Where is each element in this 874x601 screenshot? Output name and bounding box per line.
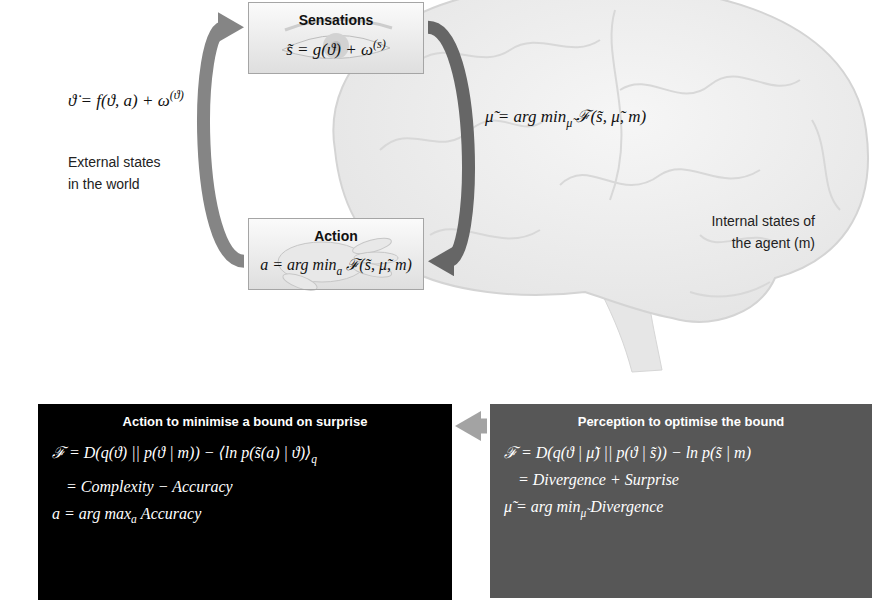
text-line: ℱ = D(q(ϑ) || p(ϑ | m)) − ⟨ln p(s̃(a) | … [52,439,438,473]
equation: = Complexity − Accuracy [66,478,233,495]
box-heading: Perception to optimise the bound [578,414,785,429]
text-run: = Complexity − Accuracy [52,473,233,500]
text-run: a = arg maxa Accuracy [52,500,201,534]
equation: ϑ̇ = f(ϑ, a) + ω [68,91,170,110]
text-line: μ̃ = arg minμ̃ Divergence [504,493,858,527]
equation: a = arg min [260,256,336,273]
equation: μ̃ = arg min [485,107,566,126]
text-line: Action [257,228,415,244]
text-run: Perception to optimise the bound [578,414,785,429]
text-line: s̃ = g(ϑ) + ω(s) [257,37,415,60]
math-index: μ̃ [580,507,586,519]
math-index: a [131,513,137,525]
picture-ground [248,2,424,74]
text-run: Action to minimise a bound on surprise [123,414,368,429]
action-panel: Action to minimise a bound on surprise ℱ … [38,404,452,600]
brain-fold [690,282,770,297]
text-run: Action [314,228,358,244]
text-line: = Divergence + Surprise [504,466,858,493]
equation-group: μ̃ = arg minμ̃ ℱ(s̃, μ̃, m) [485,104,646,131]
text-run: = Divergence + Surprise [504,466,679,493]
math-index: μ̃ [566,116,572,130]
text-line: Action to minimise a bound on surprise [52,414,438,429]
brain-fold [560,169,760,185]
brain-fold [812,120,840,210]
annotation-group: External states in the world [68,152,172,195]
equation: ℱ(s̃, μ̃, m) [346,256,411,273]
text-run: Sensations [299,12,374,28]
text-line: ℱ = D(q(ϑ | μ̃) || p(ϑ | s̃)) − ln p(s̃ … [504,439,858,466]
equation: s̃ = g(ϑ) + ω [286,40,373,59]
math-index: q [311,453,317,465]
text-run: ℱ = D(q(ϑ) || p(ϑ | m)) − ⟨ln p(s̃(a) | … [52,439,317,473]
flow-arrow [475,419,487,434]
eye-picture [248,2,424,74]
math-index: (s) [373,37,386,51]
equation: ℱ = D(q(ϑ) || p(ϑ | m)) − ⟨ln p(s̃(a) | … [52,444,311,461]
text-run: μ̃ = arg minμ̃ Divergence [504,493,663,527]
picture-ground [248,218,424,290]
text-run: ℱ = D(q(ϑ | μ̃) || p(ϑ | s̃)) − ln p(s̃ … [504,439,751,466]
box-heading: Action [314,228,358,244]
text-run: s̃ = g(ϑ) + ω(s) [286,37,386,60]
annotation-group: Internal states of the agent (m) [703,210,815,255]
action-box: Action a = arg minaℱ(s̃, μ̃, m) [248,218,424,290]
text-line: Perception to optimise the bound [504,414,858,429]
thumb [281,270,319,294]
annotation: Internal states of the agent (m) [711,213,815,251]
text-line: a = arg minaℱ(s̃, μ̃, m) [257,253,415,277]
equation: μ̃ = arg min [504,498,580,515]
math-index: (ϑ) [170,88,184,102]
equation: ℱ(s̃, μ̃, m) [576,107,646,126]
sensations-box: Sensations s̃ = g(ϑ) + ω(s) [248,2,424,74]
text-line: = Complexity − Accuracy [52,473,438,500]
equation-group: ϑ̇ = f(ϑ, a) + ω(ϑ) [68,88,184,111]
brain-fold [610,10,621,200]
hand-picture [248,218,424,294]
brain-fold [620,76,800,93]
equation: ℱ = D(q(ϑ | μ̃) || p(ϑ | s̃)) − ln p(s̃ … [504,444,751,461]
text-run: a = arg minaℱ(s̃, μ̃, m) [260,253,412,277]
flow-arrow [204,27,244,261]
brain-folds [380,10,840,297]
flow-arrow [428,27,468,261]
box-heading: Sensations [299,12,374,28]
math-index: a [337,265,343,277]
equation: a = arg max [52,505,131,522]
annotation: External states in the world [68,154,161,192]
equation: Divergence [590,498,663,515]
text-line: Sensations [257,12,415,28]
equation: Accuracy [141,505,201,522]
text-line: a = arg maxa Accuracy [52,500,438,534]
box-heading: Action to minimise a bound on surprise [123,414,368,429]
equation: = Divergence + Surprise [518,471,679,488]
perception-panel: Perception to optimise the bound ℱ = D(q(… [490,404,872,598]
brain-fold [430,229,540,238]
